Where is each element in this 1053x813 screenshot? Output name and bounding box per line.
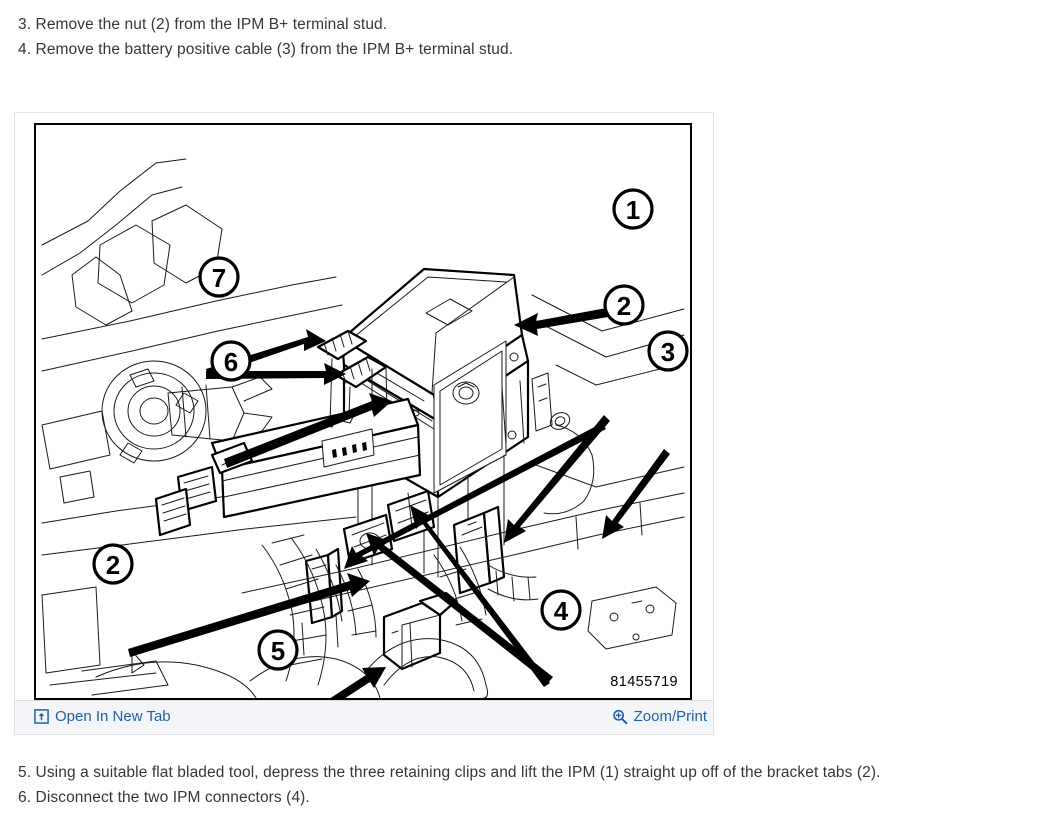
svg-text:2: 2	[106, 550, 120, 580]
svg-text:2: 2	[617, 291, 631, 321]
step-line: 3. Remove the nut (2) from the IPM B+ te…	[18, 16, 388, 33]
open-in-new-tab-button[interactable]: Open In New Tab	[33, 708, 171, 725]
svg-text:6: 6	[224, 347, 238, 377]
open-in-new-tab-icon	[33, 709, 49, 725]
magnifier-plus-icon	[612, 709, 628, 725]
step-line: 5. Using a suitable flat bladed tool, de…	[18, 764, 881, 781]
step-line: 4. Remove the battery positive cable (3)…	[18, 41, 514, 58]
figure-part-number: 81455719	[610, 674, 678, 690]
svg-text:1: 1	[626, 195, 640, 225]
figure-card: .t { fill:none; stroke:#1a1a1a; stroke-w…	[14, 112, 714, 735]
zoom-print-label: Zoom/Print	[633, 708, 707, 725]
svg-text:4: 4	[554, 596, 569, 626]
open-in-new-tab-label: Open In New Tab	[55, 708, 171, 725]
svg-text:3: 3	[661, 337, 675, 367]
svg-text:7: 7	[212, 263, 226, 293]
ipm-assembly-line-drawing: .t { fill:none; stroke:#1a1a1a; stroke-w…	[36, 125, 690, 698]
step-line: 6. Disconnect the two IPM connectors (4)…	[18, 789, 310, 806]
figure-toolbar: Open In New Tab Zoom/Print	[15, 700, 713, 734]
steps-after-figure: 5. Using a suitable flat bladed tool, de…	[18, 760, 1038, 810]
zoom-print-button[interactable]: Zoom/Print	[612, 708, 707, 725]
svg-text:5: 5	[271, 636, 285, 666]
steps-before-figure: 3. Remove the nut (2) from the IPM B+ te…	[18, 12, 1028, 62]
figure-frame: .t { fill:none; stroke:#1a1a1a; stroke-w…	[34, 123, 692, 700]
